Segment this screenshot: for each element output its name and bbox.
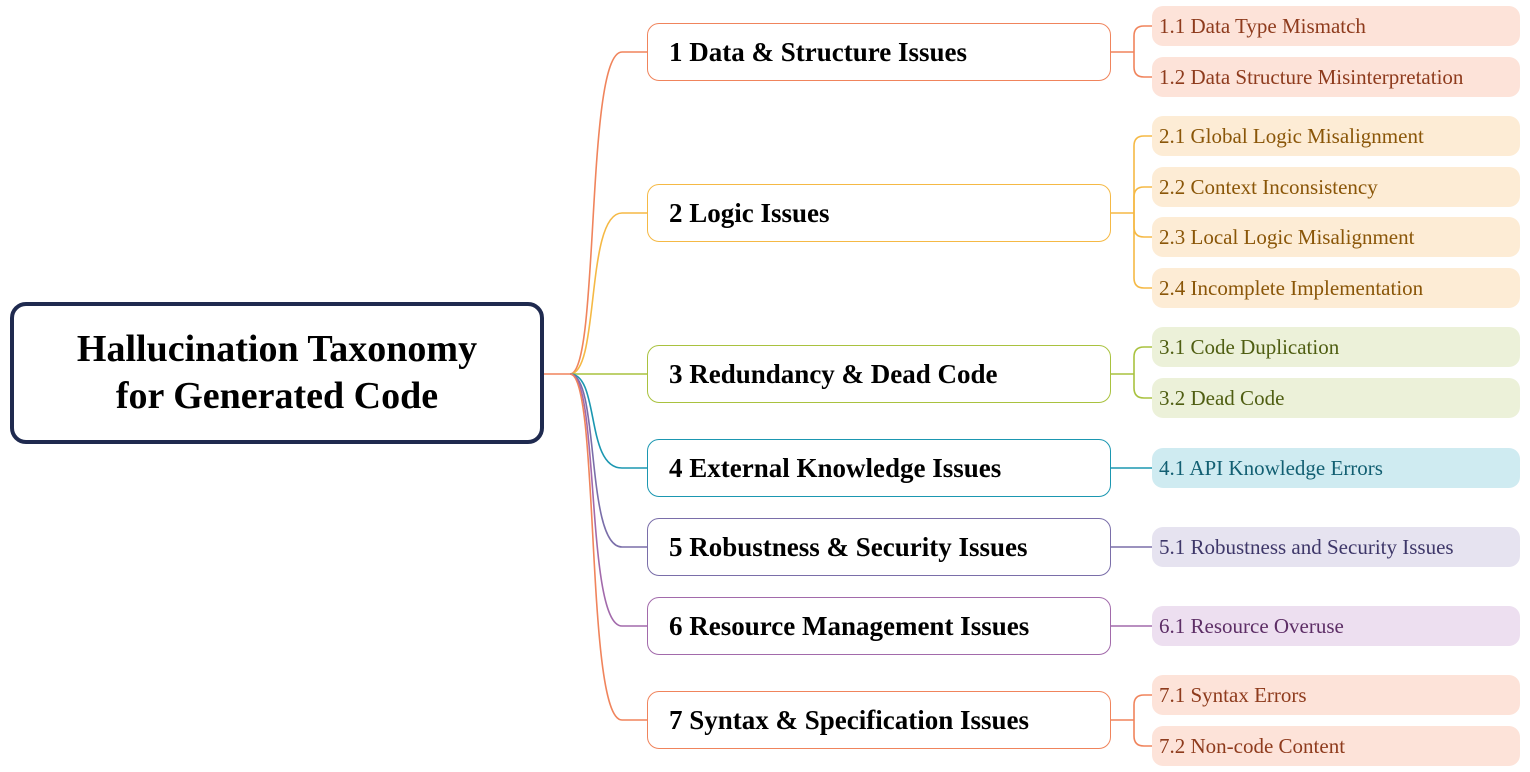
root-title: Hallucination Taxonomy for Generated Cod…	[76, 328, 478, 417]
category-label: 3 Redundancy & Dead Code	[669, 358, 998, 389]
subcategory-label: 1.1 Data Type Mismatch	[1159, 13, 1366, 38]
sub-connector-2-4	[1133, 213, 1152, 289]
category-node-2: 2 Logic Issues	[647, 184, 1111, 242]
subcategory-node-1-2: 1.2 Data Structure Misinterpretation	[1152, 57, 1520, 97]
category-label: 6 Resource Management Issues	[669, 610, 1030, 641]
category-node-1: 1 Data & Structure Issues	[647, 23, 1111, 81]
sub-connector-1-1	[1133, 25, 1152, 52]
subcategory-label: 3.2 Dead Code	[1159, 385, 1285, 410]
sub-connector-2-1	[1133, 135, 1152, 213]
category-node-4: 4 External Knowledge Issues	[647, 439, 1111, 497]
sub-connector-7-1	[1133, 694, 1152, 720]
category-node-7: 7 Syntax & Specification Issues	[647, 691, 1111, 749]
category-label: 2 Logic Issues	[669, 197, 830, 228]
sub-connector-2-3	[1133, 213, 1152, 238]
category-label: 7 Syntax & Specification Issues	[669, 704, 1030, 735]
subcategory-label: 2.3 Local Logic Misalignment	[1159, 224, 1415, 249]
subcategory-node-2-4: 2.4 Incomplete Implementation	[1152, 268, 1520, 308]
subcategory-label: 4.1 API Knowledge Errors	[1159, 455, 1383, 480]
subcategory-node-1-1: 1.1 Data Type Mismatch	[1152, 6, 1520, 46]
sub-connector-2-2	[1133, 186, 1152, 213]
subcategory-label: 2.2 Context Inconsistency	[1159, 174, 1378, 199]
subcategory-label: 6.1 Resource Overuse	[1159, 613, 1344, 638]
subcategory-node-2-3: 2.3 Local Logic Misalignment	[1152, 217, 1520, 257]
subcategory-node-5-1: 5.1 Robustness and Security Issues	[1152, 527, 1520, 567]
root-node: Hallucination Taxonomy for Generated Cod…	[10, 302, 544, 444]
category-connector-7	[569, 373, 647, 721]
subcategory-label: 7.2 Non-code Content	[1159, 733, 1346, 758]
subcategory-node-3-2: 3.2 Dead Code	[1152, 378, 1520, 418]
subcategory-node-2-2: 2.2 Context Inconsistency	[1152, 167, 1520, 207]
category-connector-2	[569, 212, 647, 375]
subcategory-label: 2.4 Incomplete Implementation	[1159, 275, 1424, 300]
subcategory-label: 2.1 Global Logic Misalignment	[1159, 123, 1424, 148]
category-connector-4	[569, 373, 647, 469]
subcategory-label: 7.1 Syntax Errors	[1159, 682, 1307, 707]
sub-connector-3-2	[1133, 374, 1152, 399]
subcategory-node-3-1: 3.1 Code Duplication	[1152, 327, 1520, 367]
subcategory-label: 1.2 Data Structure Misinterpretation	[1159, 64, 1464, 89]
category-label: 5 Robustness & Security Issues	[669, 531, 1028, 562]
category-label: 1 Data & Structure Issues	[669, 36, 967, 67]
subcategory-node-4-1: 4.1 API Knowledge Errors	[1152, 448, 1520, 488]
sub-connector-7-2	[1133, 720, 1152, 747]
category-connector-6	[569, 373, 647, 627]
sub-connector-1-2	[1133, 52, 1152, 78]
category-node-3: 3 Redundancy & Dead Code	[647, 345, 1111, 403]
subcategory-node-7-1: 7.1 Syntax Errors	[1152, 675, 1520, 715]
category-connector-5	[569, 373, 647, 548]
category-node-6: 6 Resource Management Issues	[647, 597, 1111, 655]
sub-connector-3-1	[1133, 346, 1152, 374]
subcategory-label: 3.1 Code Duplication	[1159, 334, 1340, 359]
category-label: 4 External Knowledge Issues	[669, 452, 1002, 483]
subcategory-node-2-1: 2.1 Global Logic Misalignment	[1152, 116, 1520, 156]
subcategory-node-7-2: 7.2 Non-code Content	[1152, 726, 1520, 766]
category-connector-1	[569, 51, 647, 375]
subcategory-label: 5.1 Robustness and Security Issues	[1159, 534, 1454, 559]
subcategory-node-6-1: 6.1 Resource Overuse	[1152, 606, 1520, 646]
category-node-5: 5 Robustness & Security Issues	[647, 518, 1111, 576]
